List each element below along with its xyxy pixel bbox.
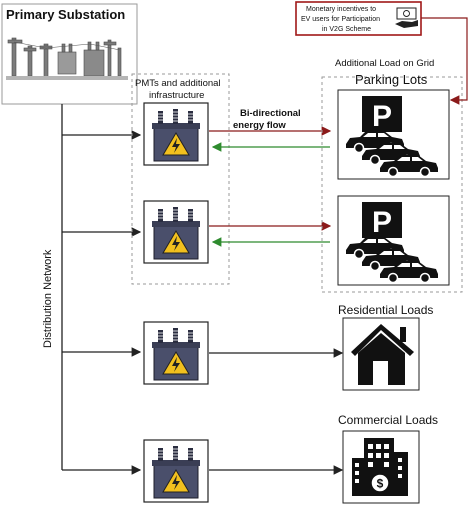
substation-group: Primary Substation (1, 3, 138, 105)
pmt-dashed-group (131, 73, 230, 285)
house-icon (342, 317, 420, 391)
parking-lots-title: Parking Lots (355, 72, 428, 87)
svg-text:$: $ (377, 477, 384, 491)
incentive-line3: in V2G Scheme (322, 26, 371, 33)
parking-sign-letter-2: P (372, 206, 392, 239)
flow-label-line2: energy flow (233, 120, 286, 131)
distribution-network: Distribution Network (42, 104, 142, 475)
incentive-callout: Monetary incentives to EV users for Part… (295, 1, 468, 105)
parking-lot-2: P (337, 195, 450, 286)
incentive-line1: Monetary incentives to (306, 6, 376, 13)
residential-title: Residential Loads (338, 303, 433, 317)
transformer-icon-2 (143, 200, 209, 264)
parking-dashed-group (321, 76, 463, 293)
additional-load-label: Additional Load on Grid (335, 58, 434, 69)
commercial-title: Commercial Loads (338, 413, 438, 427)
transformer-icon-3 (143, 321, 209, 385)
pmt-label-line1: PMTs and additional (135, 78, 221, 89)
parking-sign-letter-1: P (372, 100, 392, 133)
money-hand-icon (395, 7, 418, 28)
substation-title: Primary Substation (6, 7, 125, 22)
transformer-icon-4 (143, 439, 209, 503)
incentive-line2: EV users for Participation (301, 16, 380, 23)
parking-lot-1: P (337, 89, 450, 180)
flow-label-line1: Bi-directional (240, 108, 301, 119)
substation-equipment-icon (6, 37, 128, 80)
commercial-building-icon: $ (342, 430, 420, 504)
distribution-network-label: Distribution Network (42, 249, 54, 348)
pmt-label-line2: infrastructure (149, 90, 204, 101)
parking-sign-2 (362, 202, 402, 238)
parking-sign-1 (362, 96, 402, 132)
transformer-icon-1 (143, 102, 209, 166)
incentive-arrow (421, 17, 468, 105)
